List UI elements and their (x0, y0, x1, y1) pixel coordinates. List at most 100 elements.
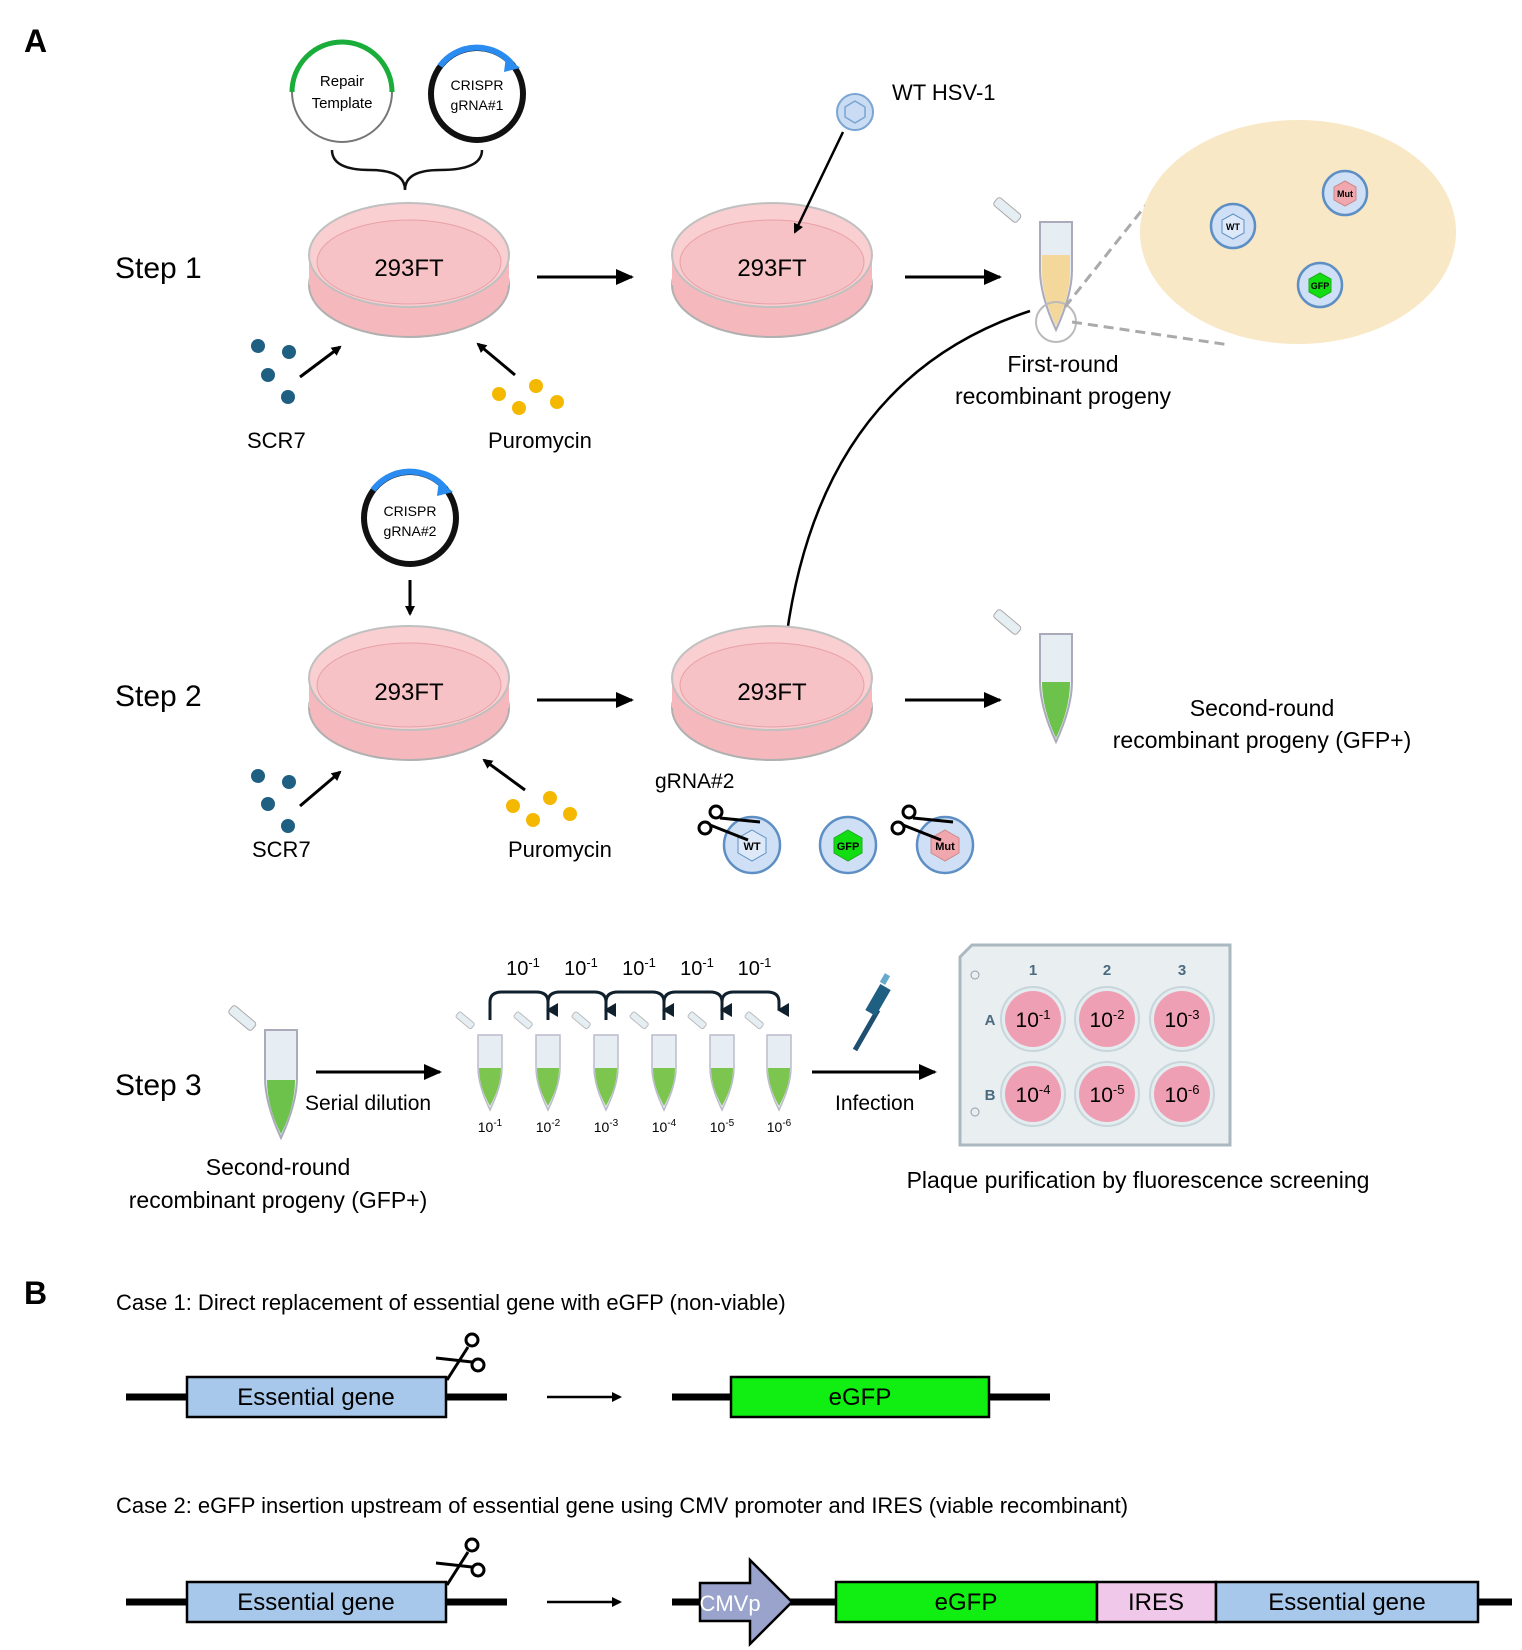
plate-row-label: A (985, 1012, 996, 1029)
crispr-grna1-plasmid: CRISPR gRNA#1 (428, 44, 526, 143)
svg-text:Essential gene: Essential gene (237, 1589, 394, 1616)
step2-title: Step 2 (115, 680, 202, 713)
plate-well: 10-2 (1074, 986, 1140, 1052)
first-round-label-2: recombinant progeny (955, 383, 1172, 409)
second-round-label-2: recombinant progeny (GFP+) (1113, 727, 1412, 753)
source-label-2: recombinant progeny (GFP+) (129, 1187, 428, 1213)
essential-gene-box (185, 1375, 448, 1419)
serial-dilution-label: Serial dilution (305, 1092, 431, 1115)
puromycin-label: Puromycin (488, 428, 592, 453)
plasmid-arrow-icon (437, 480, 453, 496)
plate-well: 10-5 (1074, 1061, 1140, 1127)
svg-text:gRNA#2: gRNA#2 (384, 523, 437, 539)
svg-text:Essential gene: Essential gene (1268, 1589, 1425, 1616)
progeny-zoom-view: WT Mut GFP (1140, 120, 1456, 344)
dilution-tube: 10-5 (687, 1011, 735, 1135)
svg-text:GFP: GFP (837, 841, 860, 853)
scr7-icon (251, 769, 296, 833)
case1-title: Case 1: Direct replacement of essential … (116, 1290, 786, 1315)
svg-text:GFP: GFP (1311, 281, 1330, 291)
arrow-scr7 (299, 345, 342, 379)
second-round-label-1: Second-round (1190, 695, 1335, 721)
svg-text:WT: WT (1226, 222, 1240, 232)
dilution-tube: 10-1 (455, 1011, 503, 1135)
tube-label: 10-3 (594, 1118, 619, 1135)
crispr-grna2-plasmid: CRISPR gRNA#2 (361, 468, 459, 567)
arrow-virus-to-dish (793, 131, 845, 234)
plaque-caption: Plaque purification by fluorescence scre… (907, 1167, 1370, 1193)
svg-text:eGFP: eGFP (935, 1589, 998, 1616)
tube-label: 10-4 (652, 1118, 677, 1135)
crispr1-label-2: gRNA#1 (451, 97, 504, 113)
wt-hsv1-label: WT HSV-1 (892, 80, 996, 105)
essential-gene-box (1214, 1580, 1480, 1624)
svg-text:Mut: Mut (935, 841, 955, 853)
case1-diagram: Essential gene eGFP (126, 1332, 1050, 1419)
step2-dish-right: 293FT (671, 625, 873, 761)
first-round-label-1: First-round (1007, 351, 1118, 377)
scr7-label: SCR7 (247, 428, 306, 453)
arrow-puromycin (476, 342, 516, 377)
svg-text:Essential gene: Essential gene (237, 1384, 394, 1411)
step2-dish-left: 293FT (308, 625, 510, 761)
scr7-label: SCR7 (252, 837, 311, 862)
crispr1-label-1: CRISPR (451, 77, 504, 93)
second-round-tube-icon (993, 609, 1073, 745)
step1-dish-right: 293FT (671, 202, 873, 338)
virus-mut-icon: Mut (1321, 169, 1369, 217)
step1-dish-left: 293FT (308, 202, 510, 338)
repair-template-plasmid: Repair Template (289, 39, 395, 143)
puromycin-label: Puromycin (508, 837, 612, 862)
egfp-box (834, 1580, 1099, 1624)
source-label-1: Second-round (206, 1154, 351, 1180)
dilution-tube: 10-3 (571, 1011, 619, 1135)
panel-a-label: A (24, 23, 47, 59)
dish-label: 293FT (374, 255, 444, 282)
tube-label: 10-5 (710, 1118, 735, 1135)
dilution-factor-label: 10-1 (506, 955, 540, 980)
step2-viruses: WT GFP Mut (697, 804, 975, 875)
dilution-factor-label: 10-1 (622, 955, 656, 980)
puromycin-icon (492, 379, 564, 415)
dish-label: 293FT (374, 679, 444, 706)
scissors-icon (435, 1537, 486, 1586)
tube-label: 10-2 (536, 1118, 561, 1135)
plate-col-label: 2 (1103, 962, 1111, 979)
scissors-icon (697, 804, 761, 842)
plate-well: 10-1 (1000, 986, 1066, 1052)
repair-template-label-2: Template (312, 95, 373, 112)
plate-col-label: 1 (1029, 962, 1037, 979)
dilution-factor-label: 10-1 (680, 955, 714, 980)
scissors-icon (435, 1332, 486, 1381)
essential-gene-box (185, 1580, 448, 1624)
infection-label: Infection (835, 1092, 914, 1115)
brace-icon (330, 149, 484, 191)
wt-hsv1-virus-icon (836, 93, 874, 131)
dish-label: 293FT (737, 679, 807, 706)
arrow-progeny-to-step2 (782, 309, 1031, 642)
virus-gfp-icon: GFP (818, 815, 878, 875)
arrow-puromycin (482, 758, 526, 792)
first-round-tube-icon (993, 197, 1231, 347)
svg-text:eGFP: eGFP (829, 1384, 892, 1411)
case2-title: Case 2: eGFP insertion upstream of essen… (116, 1493, 1128, 1518)
repair-template-label-1: Repair (320, 73, 364, 90)
dilution-tube: 10-2 (513, 1011, 561, 1135)
grna2-label: gRNA#2 (655, 770, 734, 793)
plate-row-label: B (985, 1087, 996, 1104)
svg-text:WT: WT (743, 841, 760, 853)
egfp-box (729, 1375, 991, 1419)
svg-text:Mut: Mut (1337, 189, 1353, 199)
tube-label: 10-6 (767, 1118, 792, 1135)
plate-well: 10-6 (1149, 1061, 1215, 1127)
case2-diagram: Essential gene CMVp eGFP IRES Essential … (126, 1537, 1512, 1648)
dilution-tube: 10-4 (629, 1011, 677, 1135)
svg-text:CRISPR: CRISPR (384, 503, 437, 519)
dilution-series: 10-110-110-210-110-310-110-410-110-510-1… (455, 955, 792, 1135)
panel-b-label: B (24, 1275, 47, 1311)
arrow-scr7 (299, 770, 342, 808)
dilution-hop-arrow (720, 990, 789, 1020)
dilution-factor-label: 10-1 (564, 955, 598, 980)
svg-text:IRES: IRES (1128, 1589, 1184, 1616)
